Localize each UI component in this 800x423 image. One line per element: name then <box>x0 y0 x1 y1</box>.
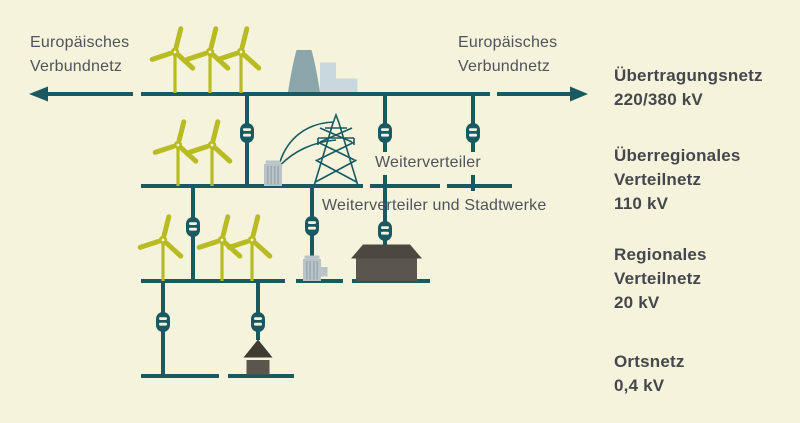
transformer-icon <box>186 217 200 237</box>
transformer-icon <box>378 123 392 143</box>
weiterverteiler-label: Weiterverteiler <box>375 154 481 171</box>
european-grid-label-right: Europäisches Verbundnetz <box>458 31 557 79</box>
level-name: Regionales Verteilnetz <box>614 245 707 288</box>
level-label-regionales-verteilnetz: Regionales Verteilnetz 20 kV <box>614 243 794 315</box>
transformer-icon <box>156 312 170 332</box>
transformer-icon <box>251 312 265 332</box>
interconnection-lines <box>161 94 475 376</box>
stadtwerke-building-icon <box>351 244 422 281</box>
level-label-uebertragungsnetz: Übertragungsnetz 220/380 kV <box>614 64 794 112</box>
transformer-icon <box>240 123 254 143</box>
level-voltage: 220/380 kV <box>614 90 703 109</box>
house-icon <box>243 339 273 375</box>
transformer-icon <box>305 216 319 236</box>
european-grid-label-left: Europäisches Verbundnetz <box>30 31 129 79</box>
substation-building-icon <box>302 254 328 282</box>
transmission-line-level1 <box>29 86 588 102</box>
level-voltage: 20 kV <box>614 293 660 312</box>
level-label-ueberregionales-verteilnetz: Überregionales Verteilnetz 110 kV <box>614 144 794 216</box>
transformer-icon <box>378 221 392 241</box>
level-name: Übertragungsnetz <box>614 66 763 85</box>
european-grid-label-right-line2: Verbundnetz <box>458 58 551 75</box>
level-label-ortsnetz: Ortsnetz 0,4 kV <box>614 350 794 398</box>
wind-turbine-icon <box>140 217 270 281</box>
level-name: Ortsnetz <box>614 352 685 371</box>
weiterverteiler-stadtwerke-label: Weiterverteiler und Stadtwerke <box>322 197 547 214</box>
level-voltage: 0,4 kV <box>614 376 665 395</box>
arrow-right-icon <box>497 86 588 102</box>
substation-building-icon <box>263 159 283 187</box>
power-plant-icon <box>288 50 358 92</box>
level-name: Überregionales Verteilnetz <box>614 146 741 189</box>
european-grid-label-left-line2: Verbundnetz <box>30 58 123 75</box>
wind-turbine-icon <box>155 122 230 186</box>
wind-turbine-icon <box>152 29 259 93</box>
transmission-tower-icon <box>279 112 359 187</box>
level-voltage: 110 kV <box>614 194 669 213</box>
arrow-left-icon <box>29 86 133 102</box>
transformer-icon <box>466 123 480 143</box>
european-grid-label-right-line1: Europäisches <box>458 34 558 51</box>
european-grid-label-left-line1: Europäisches <box>30 34 130 51</box>
